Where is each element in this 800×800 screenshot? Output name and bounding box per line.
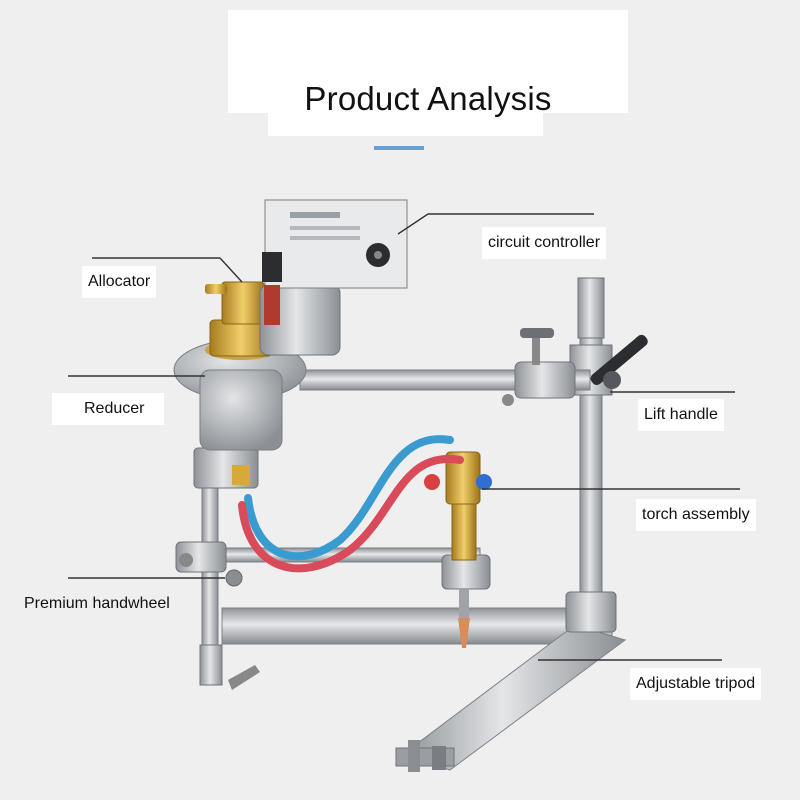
label-reducer: Reducer [52,393,164,425]
torch-assembly [424,451,492,648]
label-adjustable-tripod: Adjustable tripod [630,668,762,700]
label-torch-assembly: torch assembly [636,499,756,531]
label-allocator: Allocator [82,266,157,298]
leader-lines [68,213,740,661]
lift-handle [590,334,648,389]
title-card-lower [268,80,543,136]
allocator [205,281,273,357]
page-title: Product Analysis [304,80,552,117]
label-circuit-controller: circuit controller [482,227,607,259]
hoses [238,435,464,573]
label-lift-handle: Lift handle [638,399,724,431]
title-accent-bar [374,146,424,150]
horizontal-arm [299,328,591,406]
tripod-base [221,607,627,772]
control-box [259,199,408,356]
label-premium-handwheel: Premium handwheel [18,588,176,620]
right-column [565,277,617,633]
